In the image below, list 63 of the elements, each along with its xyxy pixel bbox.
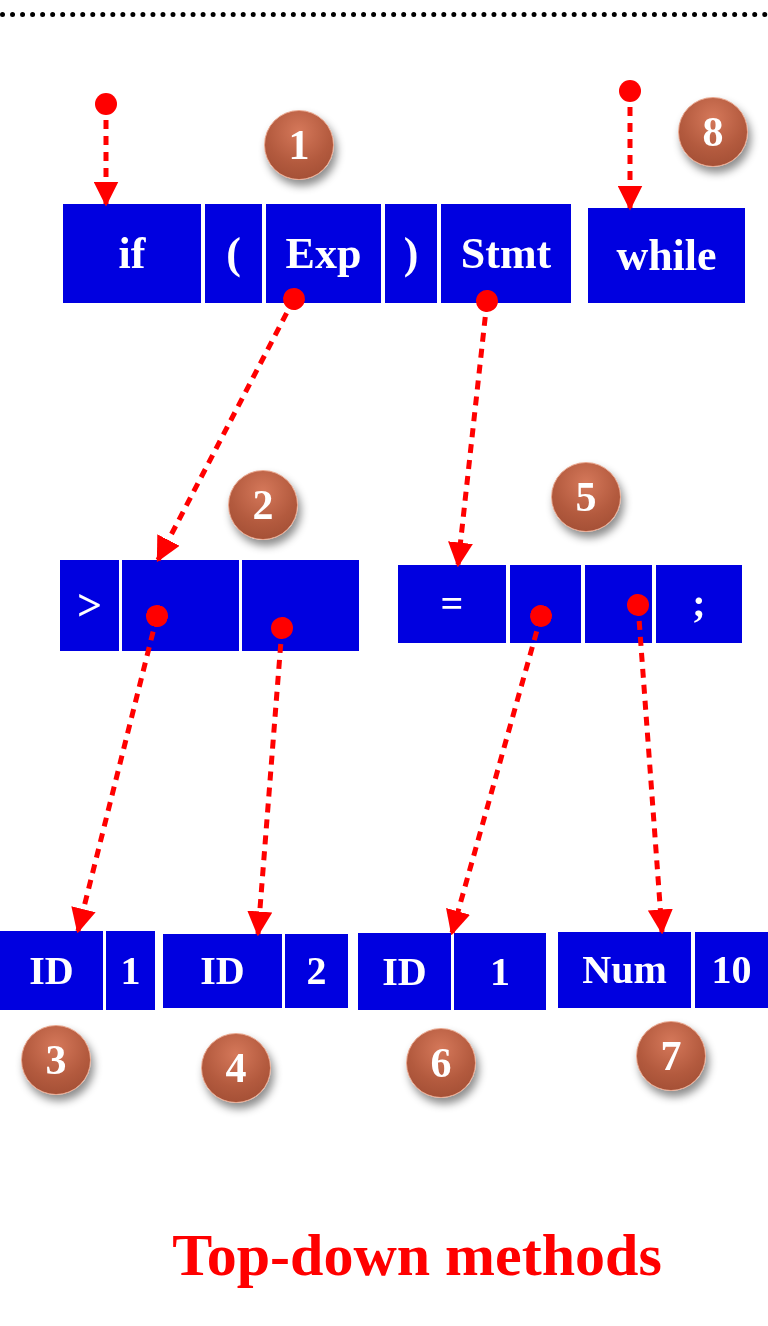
- node-label: ): [403, 231, 419, 276]
- node-label: 1: [490, 951, 510, 992]
- node-label: 6: [430, 1042, 452, 1084]
- node-label: ID: [382, 951, 427, 992]
- empty-record-cell: [585, 565, 652, 643]
- node-label: 7: [660, 1035, 682, 1077]
- record-cell: [398, 565, 506, 643]
- empty-record-cell: [510, 565, 581, 643]
- record-cell: [558, 932, 691, 1008]
- node-label: if: [118, 231, 146, 276]
- node-label: =: [440, 584, 464, 624]
- record-cell: [106, 931, 155, 1010]
- dotted-arrow: [617, 80, 643, 211]
- empty-record-cell: [122, 560, 239, 651]
- node-label: Stmt: [460, 231, 552, 276]
- record-cell: [285, 934, 348, 1008]
- node-label: ID: [29, 950, 74, 991]
- node-label: 2: [306, 951, 327, 991]
- node-label: Num: [582, 950, 667, 990]
- node-label: (: [226, 231, 241, 276]
- record-cell: [441, 204, 571, 303]
- step-number-badge: [201, 1033, 271, 1103]
- node-label: 2: [252, 484, 274, 526]
- dotted-arrow: [71, 605, 168, 934]
- record-cell: [60, 560, 119, 651]
- dotted-arrow: [93, 93, 119, 207]
- empty-record-cell: [242, 560, 359, 651]
- node-label: >: [76, 583, 103, 628]
- node-label: 5: [575, 476, 597, 518]
- node-label: ID: [200, 951, 245, 991]
- node-label: 4: [225, 1047, 247, 1089]
- record-cell: [385, 204, 437, 303]
- step-number-badge: [551, 462, 621, 532]
- dotted-arrow: [448, 290, 498, 568]
- record-cell: [588, 208, 745, 303]
- dotted-arrow: [446, 605, 552, 936]
- step-number-badge: [228, 470, 298, 540]
- record-cell: [656, 565, 742, 643]
- record-cell: [163, 934, 282, 1008]
- record-cell: [0, 931, 103, 1010]
- node-label: while: [616, 233, 717, 278]
- dotted-arrow: [627, 594, 673, 935]
- node-label: 3: [45, 1039, 67, 1081]
- step-number-badge: [678, 97, 748, 167]
- dotted-arrow: [247, 617, 293, 937]
- record-cell: [454, 933, 546, 1010]
- node-label: 1: [288, 124, 310, 166]
- step-number-badge: [264, 110, 334, 180]
- node-label: ;: [692, 584, 706, 624]
- caption: Top-down methods: [172, 1222, 662, 1288]
- record-cell: [266, 204, 381, 303]
- dotted-arrow: [155, 288, 305, 563]
- record-cell: [358, 933, 451, 1010]
- record-cell: [63, 204, 201, 303]
- record-cell: [205, 204, 262, 303]
- node-label: 10: [711, 950, 752, 990]
- node-label: 8: [702, 111, 724, 153]
- step-number-badge: [636, 1021, 706, 1091]
- node-label: 1: [120, 950, 141, 991]
- node-label: Exp: [285, 231, 362, 276]
- step-number-badge: [21, 1025, 91, 1095]
- record-cell: [695, 932, 768, 1008]
- step-number-badge: [406, 1028, 476, 1098]
